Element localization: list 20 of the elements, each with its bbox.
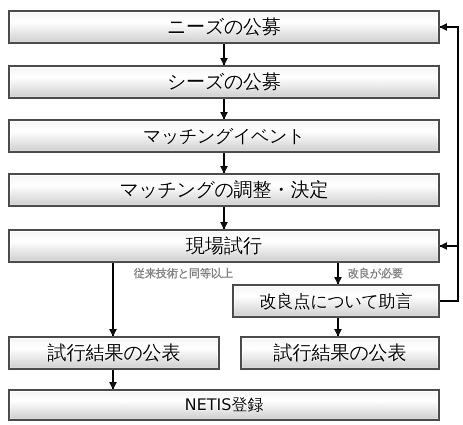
process-box: シーズの公募	[8, 65, 440, 99]
process-box: 試行結果の公表	[240, 336, 440, 370]
arrow	[334, 263, 342, 285]
arrow	[439, 23, 459, 302]
process-box: マッチングイベント	[8, 119, 440, 153]
arrow	[220, 44, 228, 66]
arrow	[109, 370, 117, 390]
process-box: マッチングの調整・決定	[8, 173, 440, 207]
arrow	[334, 318, 342, 337]
arrow	[220, 99, 228, 120]
arrow	[220, 153, 228, 174]
arrow	[109, 263, 117, 337]
process-box: ニーズの公募	[8, 10, 440, 44]
process-box: NETIS登録	[8, 389, 440, 421]
process-box: 改良点について助言	[232, 284, 440, 318]
process-box: 試行結果の公表	[8, 336, 220, 370]
arrow	[220, 207, 228, 230]
edge-label: 改良が必要	[346, 266, 405, 281]
process-box: 現場試行	[8, 229, 440, 263]
edge-label: 従来技術と同等以上	[132, 266, 235, 281]
